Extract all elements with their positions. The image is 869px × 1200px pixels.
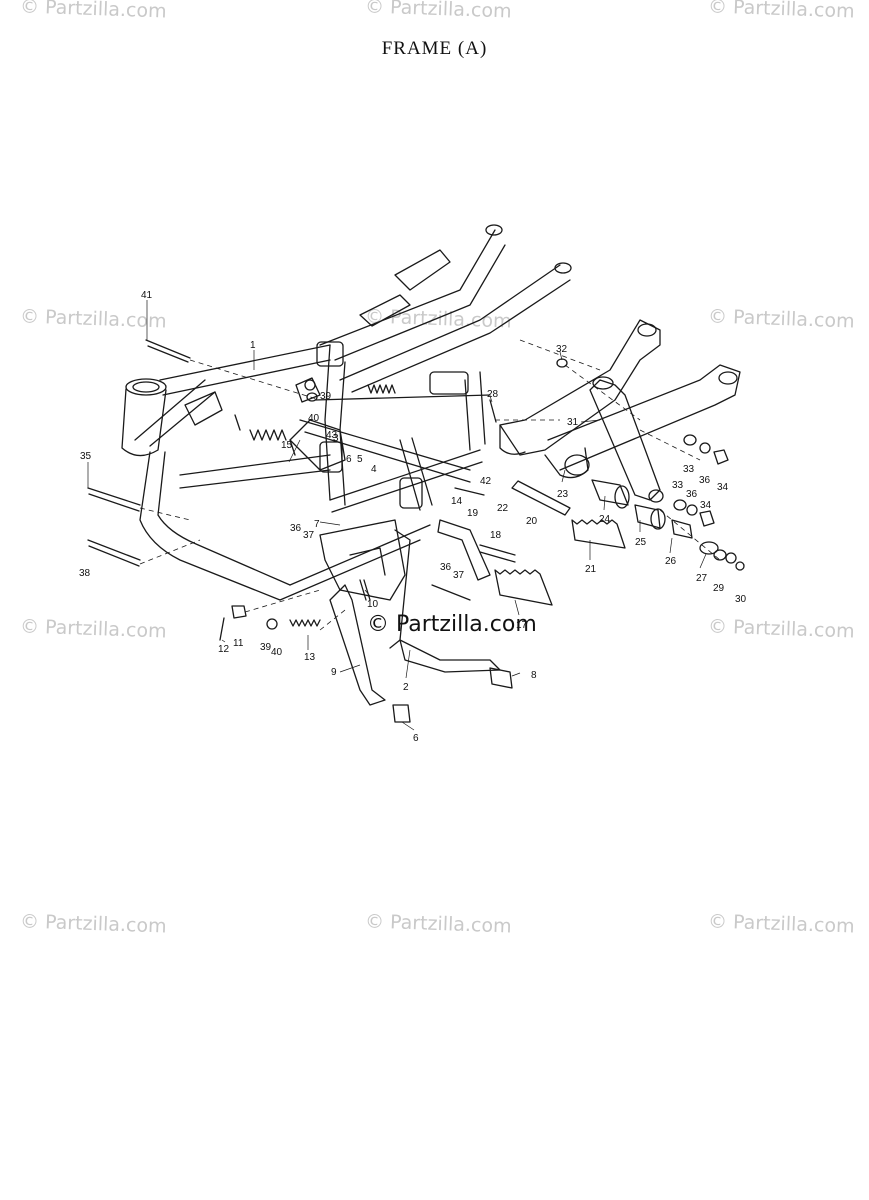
callout-13: 13: [304, 652, 316, 663]
callout-31: 31: [567, 417, 579, 428]
callout-3: 3: [333, 433, 339, 444]
callout-5: 5: [357, 454, 363, 465]
callout-36a: 36: [699, 475, 711, 486]
callout-37a: 37: [303, 530, 315, 541]
leader-lines: [87, 300, 707, 731]
callout-10: 10: [367, 599, 379, 610]
callout-26: 26: [665, 556, 677, 567]
callout-25: 25: [635, 537, 647, 548]
callout-36c: 36: [290, 523, 302, 534]
callout-35: 35: [80, 451, 92, 462]
callout-41: 41: [141, 290, 153, 301]
callout-29: 29: [713, 583, 725, 594]
callout-7: 7: [314, 519, 320, 530]
callout-6b: 6: [346, 454, 352, 465]
callout-14: 14: [451, 496, 463, 507]
callout-21: 21: [585, 564, 597, 575]
callout-40b: 40: [271, 647, 283, 658]
callout-36b: 36: [686, 489, 698, 500]
callout-17: 17: [516, 620, 528, 631]
callout-24: 24: [599, 514, 611, 525]
callout-1: 1: [250, 340, 256, 351]
callout-28: 28: [487, 389, 499, 400]
callout-19: 19: [467, 508, 479, 519]
callout-27: 27: [696, 573, 708, 584]
callout-43: 43: [326, 430, 338, 441]
callout-34: 34: [717, 482, 729, 493]
callout-30: 30: [735, 594, 747, 605]
callout-38: 38: [79, 568, 91, 579]
callout-36d: 36: [440, 562, 452, 573]
callout-12: 12: [218, 644, 230, 655]
assembly-lines: [139, 339, 721, 631]
callout-33b: 33: [672, 480, 684, 491]
callout-39a: 39: [320, 391, 332, 402]
callout-2: 2: [403, 682, 409, 693]
callout-32: 32: [556, 344, 568, 355]
callout-39b: 39: [260, 642, 272, 653]
callout-11: 11: [233, 638, 244, 649]
callout-20: 20: [526, 516, 538, 527]
callout-34b: 34: [700, 500, 712, 511]
callout-33: 33: [683, 464, 695, 475]
callout-37b: 37: [453, 570, 465, 581]
callout-18: 18: [490, 530, 502, 541]
callout-23: 23: [557, 489, 569, 500]
callout-labels: 1 2 3 4 5 6 6 7 8 9 10 11 12 13 14 15 17…: [79, 290, 747, 744]
diagram-title: FRAME (A): [381, 38, 488, 59]
callout-22: 22: [497, 503, 509, 514]
callout-4: 4: [371, 464, 377, 475]
callout-15: 15: [281, 440, 293, 451]
callout-6: 6: [413, 733, 419, 744]
callout-42: 42: [480, 476, 492, 487]
callout-8: 8: [531, 670, 537, 681]
frame-drawing: [87, 224, 745, 723]
center-watermark: © Partzilla.com: [367, 612, 537, 637]
callout-9: 9: [331, 667, 337, 678]
callout-40a: 40: [308, 413, 320, 424]
